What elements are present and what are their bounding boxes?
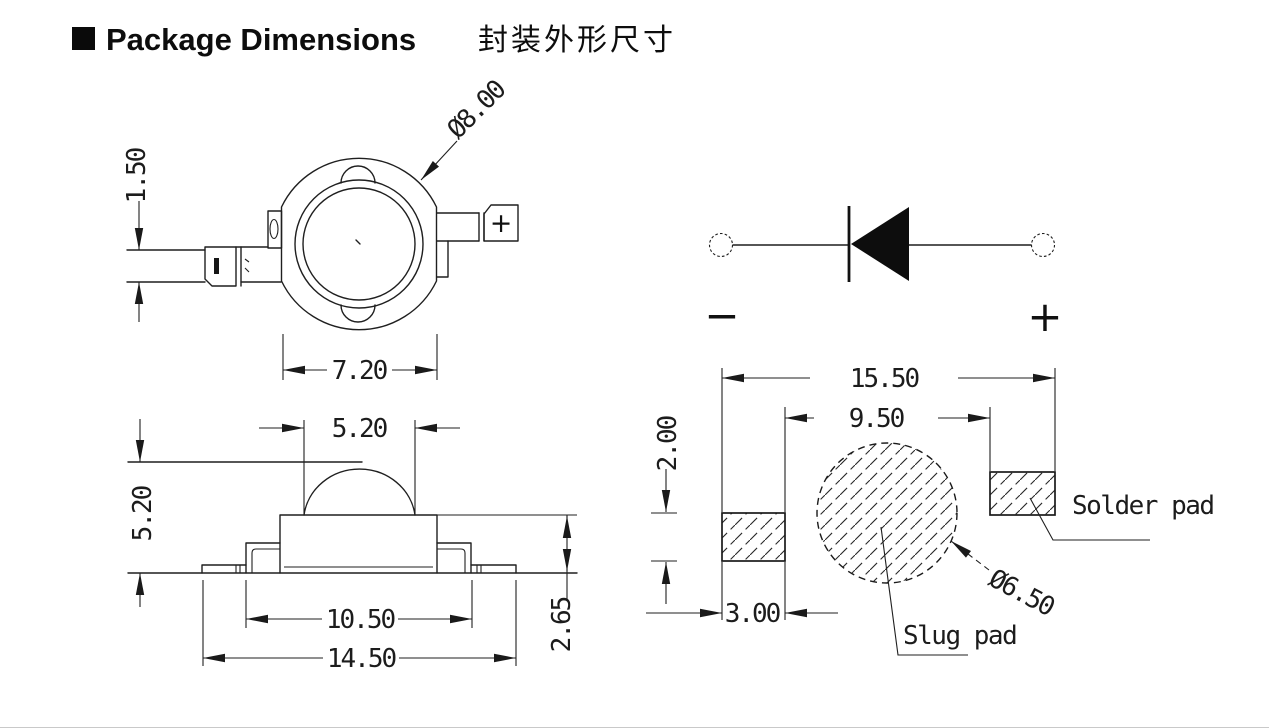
left-lead-ticks [235, 565, 241, 573]
dim-text-10-50: 10.50 [326, 605, 395, 635]
schematic-minus-label: − [704, 291, 739, 340]
diode-triangle [851, 207, 909, 281]
dim-outer-diameter: Ø8.00 [420, 75, 512, 181]
anode-plus-mark: + [490, 208, 513, 239]
lens-dome-outline [303, 468, 416, 516]
led-top-view: + 1.50 Ø8.00 7.20 [122, 75, 519, 386]
slug-pad-circle [816, 442, 958, 584]
dim-lens-width: 5.20 [259, 414, 460, 514]
dim-body-width: 7.20 [282, 334, 438, 386]
anode-step-outline [436, 240, 449, 278]
plate-slot [269, 218, 279, 240]
dim-overall-width: 15.50 [721, 364, 1056, 512]
right-lead-ticks [476, 565, 482, 573]
left-lead-profile [201, 564, 247, 574]
dim-pad-width: 3.00 [646, 562, 838, 629]
schematic-plus-label: + [1027, 292, 1062, 341]
dim-text-1-50: 1.50 [122, 148, 152, 203]
anode-terminal-circle [1030, 232, 1056, 258]
dim-text-3-00: 3.00 [725, 599, 780, 629]
left-solder-pad [721, 512, 786, 562]
dim-lead-span: 14.50 [202, 580, 517, 674]
dim-flange-width: 10.50 [245, 580, 473, 635]
cathode-plate-outline [267, 210, 283, 249]
bottom-alignment-bump [340, 304, 376, 323]
dim-slug-diameter: Ø6.50 [950, 540, 1059, 623]
slug-pad-label: Slug pad [903, 621, 1016, 651]
left-flange-inner [251, 548, 280, 573]
right-solder-pad [989, 471, 1056, 516]
package-body-outline [279, 514, 438, 574]
dim-text-7-20: 7.20 [332, 356, 387, 386]
right-lead-profile [470, 564, 517, 574]
dim-text-5-20-top: 5.20 [332, 414, 387, 444]
right-flange-outer [436, 542, 472, 574]
page-title: Package Dimensions [106, 22, 416, 57]
solder-pad-callout: Solder pad [1029, 491, 1215, 541]
dim-text-9-50: 9.50 [849, 404, 904, 434]
dim-lead-thickness: 1.50 [122, 148, 152, 322]
lens-ring-outer [294, 179, 424, 309]
slug-pad-callout: Slug pad [880, 526, 1018, 656]
dim-text-5-20-left: 5.20 [128, 486, 158, 541]
led-body-outline [280, 157, 438, 331]
anode-tab-outline [483, 204, 519, 242]
cathode-minus-mark [214, 258, 219, 274]
dim-text-15-50: 15.50 [850, 364, 919, 394]
top-alignment-bump [340, 165, 376, 184]
solder-pad-label: Solder pad [1072, 491, 1214, 521]
right-flange-inner [437, 548, 466, 573]
dim-text-2-65: 2.65 [547, 597, 577, 652]
tiny-marking [244, 258, 250, 273]
dim-pad-gap: 9.50 [784, 404, 991, 620]
page-title-chinese: 封装外形尺寸 [478, 23, 676, 58]
led-side-view: 5.20 5.20 2.65 10.50 [127, 414, 578, 674]
dim-total-height: 5.20 [128, 419, 158, 607]
dim-text-o8-00: Ø8.00 [442, 75, 512, 145]
pad-layout-view: 15.50 9.50 2.00 3.00 [646, 364, 1215, 656]
title-square-bullet-icon [72, 27, 95, 50]
cathode-terminal-circle [708, 232, 734, 258]
dim-text-o6-50: Ø6.50 [984, 564, 1059, 623]
center-mark [355, 239, 361, 245]
section-title: Package Dimensions 封装外形尺寸 [72, 22, 676, 58]
dim-pad-height: 2.00 [651, 416, 683, 604]
cathode-tab-outline [204, 246, 237, 287]
diode-schematic: − + [704, 206, 1063, 341]
dim-body-height: 2.65 [437, 514, 577, 652]
dim-text-2-00: 2.00 [653, 416, 683, 471]
dim-text-14-50: 14.50 [327, 644, 396, 674]
left-flange-outer [245, 542, 281, 574]
lens-ring-inner [302, 187, 416, 301]
